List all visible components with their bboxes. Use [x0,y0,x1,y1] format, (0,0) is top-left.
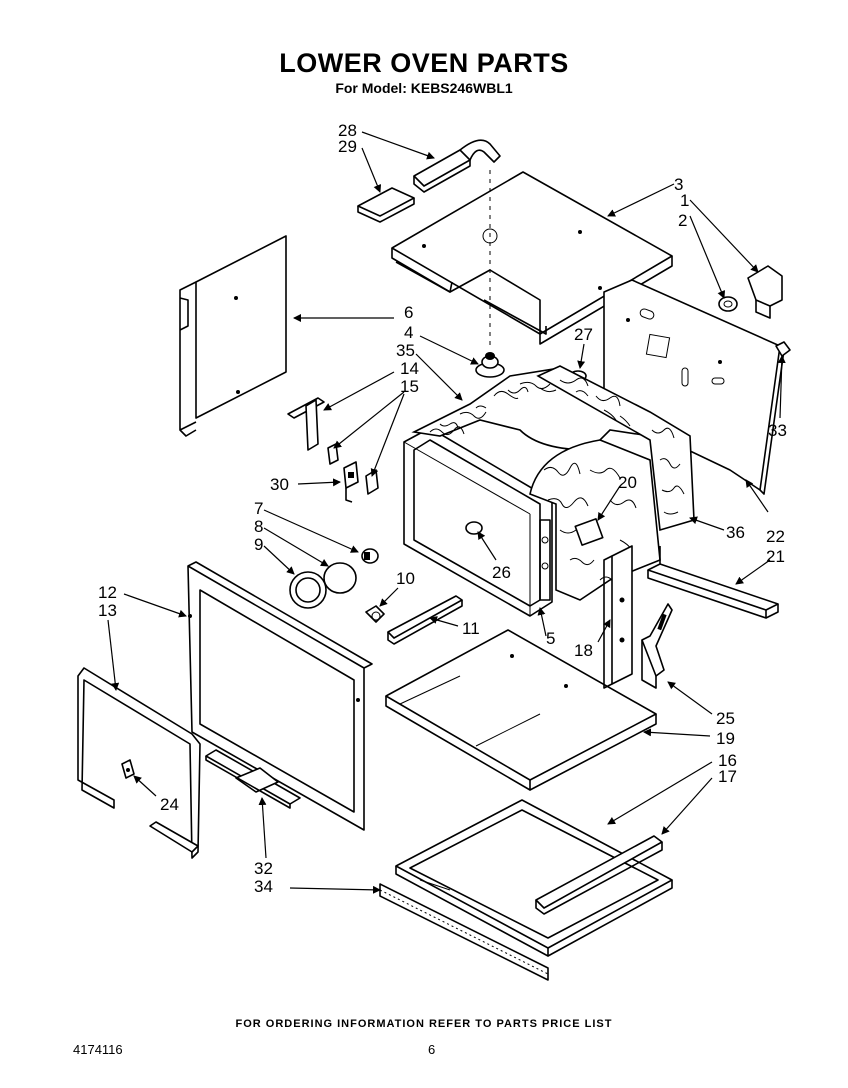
door-vent-part [205,749,301,809]
callout-10: 10 [396,569,415,588]
callout-8: 8 [254,517,263,536]
rack-support-part [365,595,463,645]
callout-4: 4 [404,323,413,342]
callout-16: 16 [718,751,737,770]
top-panel-part [391,171,673,345]
door-frame-part [187,561,373,831]
bottom-tray-part [395,799,673,957]
callout-7: 7 [254,499,263,518]
model-subtitle: For Model: KEBS246WBL1 [335,80,513,96]
callout-2: 2 [678,211,687,230]
door-hinge-part [641,603,673,689]
ordering-note: FOR ORDERING INFORMATION REFER TO PARTS … [235,1018,613,1030]
callout-25: 25 [716,709,735,728]
door-gasket-part [77,667,201,859]
callout-18: 18 [574,641,593,660]
callout-35: 35 [396,341,415,360]
page-title: LOWER OVEN PARTS [279,48,569,78]
terminal-block-part [718,265,783,319]
clip-part [775,341,791,357]
callout-28: 28 [338,121,357,140]
callout-17: 17 [718,767,737,786]
callout-19: 19 [716,729,735,748]
door-clip-part [121,759,135,779]
callout-22: 22 [766,527,785,546]
page-number: 6 [428,1042,436,1057]
callout-26: 26 [492,563,511,582]
callout-labels: 28 29 3 1 2 6 4 35 27 14 15 33 30 20 7 8… [98,121,787,896]
callout-32: 32 [254,859,273,878]
callout-29: 29 [338,137,357,156]
callout-1: 1 [680,191,689,210]
callout-36: 36 [726,523,745,542]
callout-33: 33 [768,421,787,440]
callout-15: 15 [400,377,419,396]
callout-20: 20 [618,473,637,492]
left-side-panel-part [179,235,287,437]
callout-11: 11 [462,619,480,638]
callout-13: 13 [98,601,117,620]
leader-lines [107,131,786,894]
callout-12: 12 [98,583,117,602]
oven-light-part [289,548,379,609]
document-number: 4174116 [73,1042,123,1057]
bottom-panel-part [385,629,657,791]
oven-cavity-part [403,427,553,617]
support-rail-part [647,546,779,619]
callout-6: 6 [404,303,413,322]
callout-3: 3 [674,175,683,194]
callout-34: 34 [254,877,273,896]
callout-24: 24 [160,795,179,814]
callout-5: 5 [546,629,555,648]
callout-27: 27 [574,325,593,344]
callout-14: 14 [400,359,419,378]
hinge-bracket-part [603,545,633,689]
callout-30: 30 [270,475,289,494]
callout-21: 21 [766,547,785,566]
vent-duct-part [357,139,501,223]
bracket-part [287,397,379,503]
callout-9: 9 [254,535,263,554]
